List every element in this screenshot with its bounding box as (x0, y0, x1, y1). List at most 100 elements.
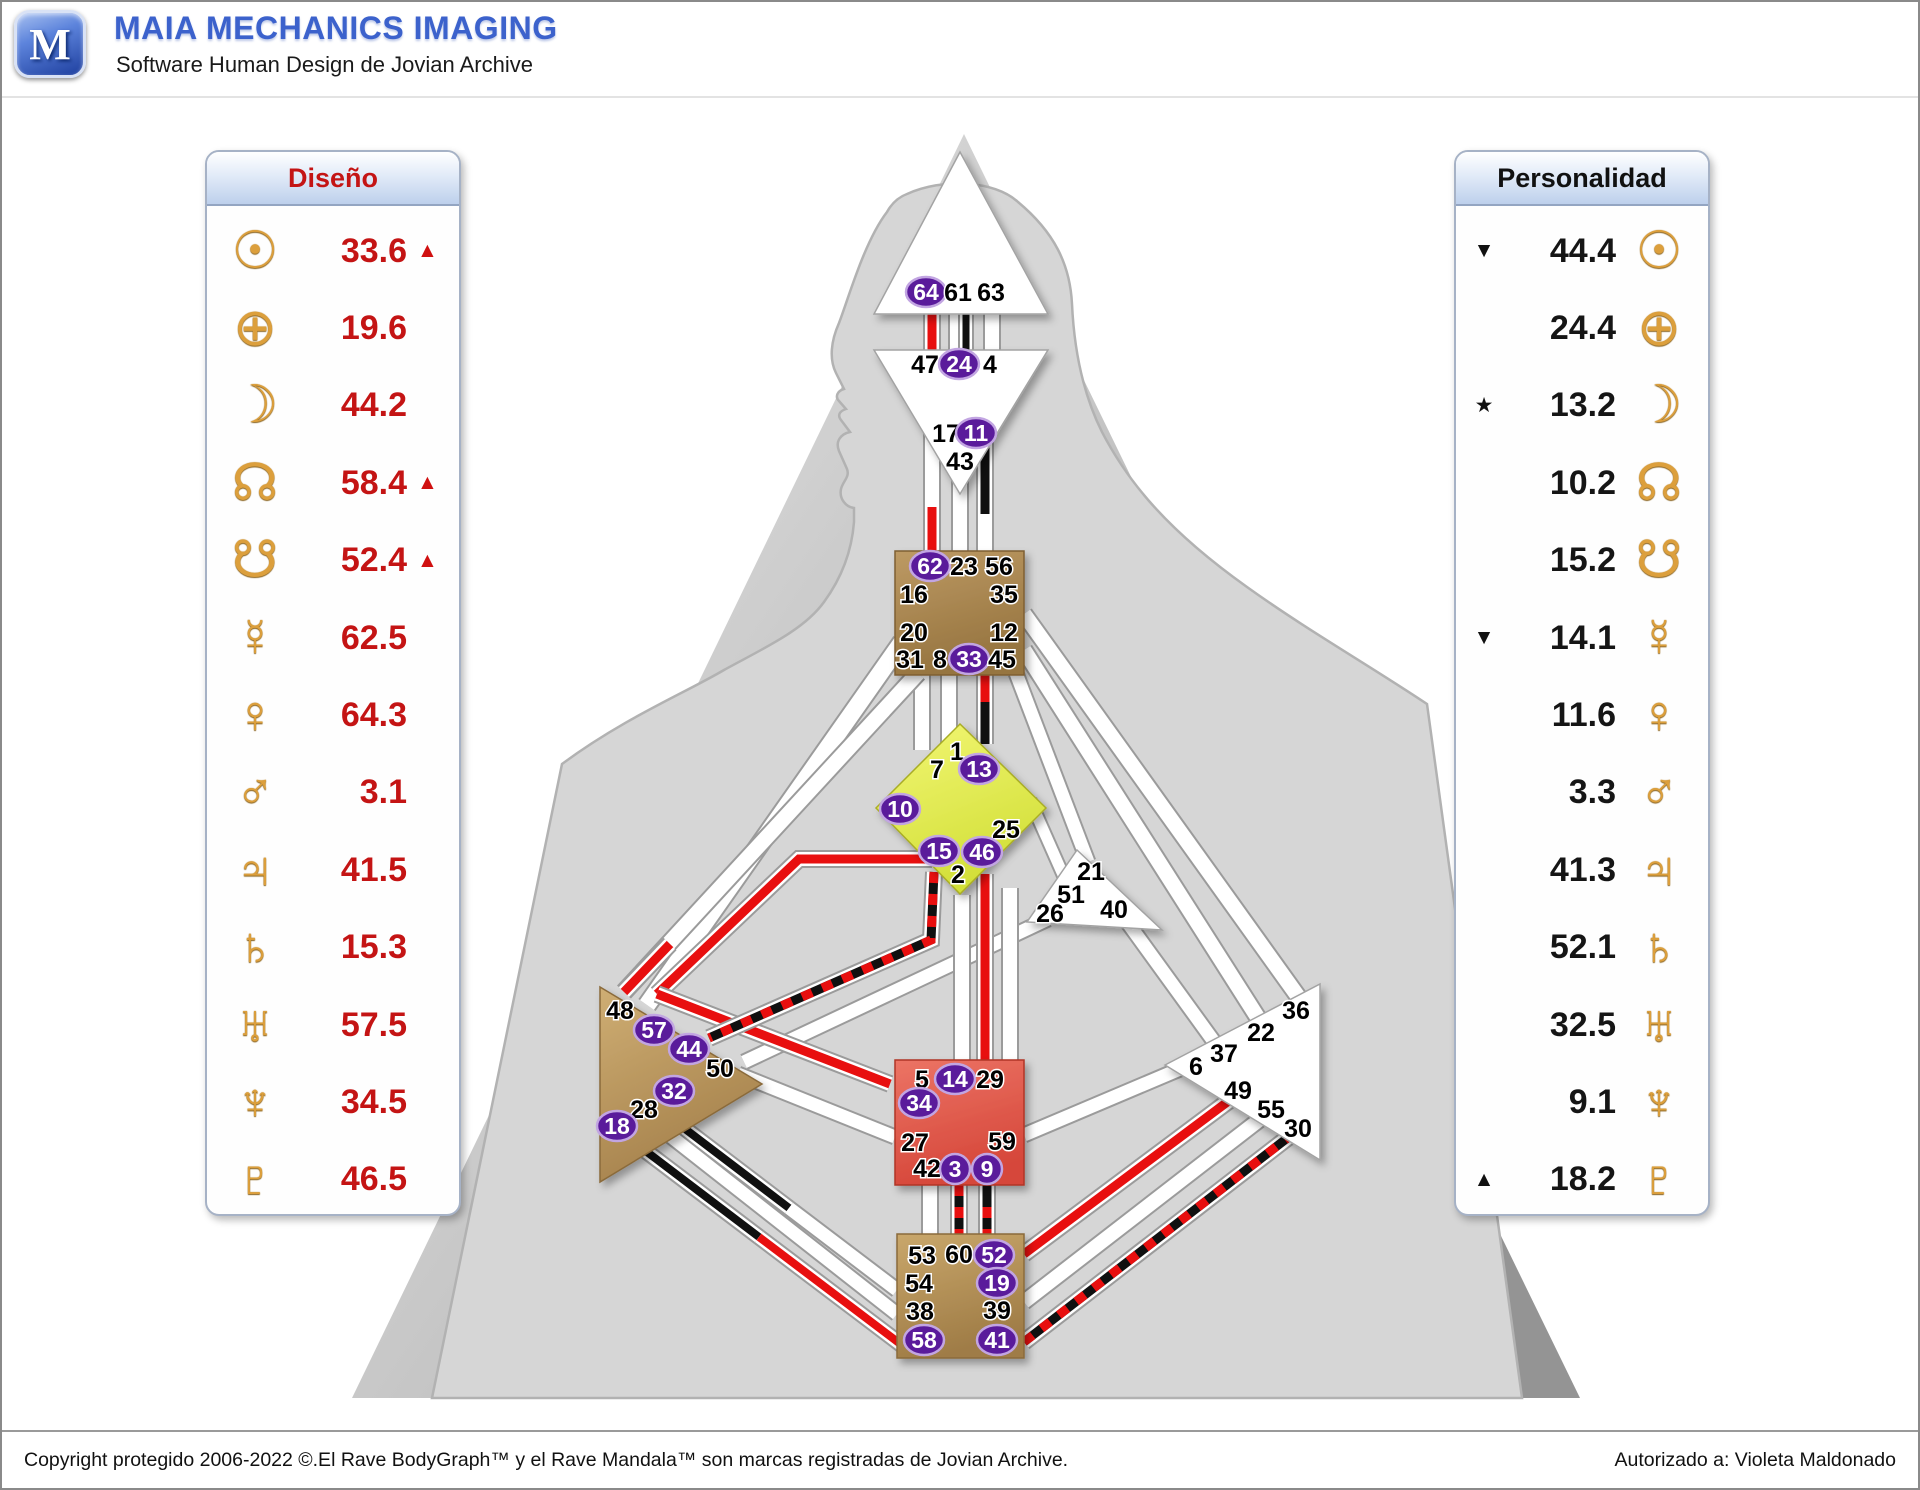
svg-text:21: 21 (1077, 858, 1105, 886)
svg-text:24: 24 (946, 351, 972, 377)
gate-line-value: 62.5 (340, 618, 407, 657)
svg-text:20: 20 (900, 619, 928, 647)
gate-31: 31 (895, 645, 926, 676)
gate-line-value: 15.2 (1549, 541, 1616, 580)
svg-text:15: 15 (926, 838, 952, 864)
svg-text:13: 13 (966, 756, 992, 782)
personality-panel-title: Personalidad (1456, 152, 1708, 206)
svg-text:39: 39 (983, 1297, 1011, 1325)
gate-43: 43 (945, 447, 976, 478)
gate-55: 55 (1256, 1095, 1287, 1126)
gate-8: 8 (932, 645, 949, 676)
svg-text:54: 54 (905, 1270, 933, 1298)
gate-60: 60 (944, 1240, 975, 1271)
design-row: ♅57.5 (207, 986, 459, 1063)
gate-50: 50 (705, 1054, 736, 1085)
design-panel: Diseño ☉33.6▲⊕19.6☽44.2☊58.4▲☋52.4▲☿62.5… (205, 150, 461, 1216)
gate-line-value: 3.3 (1568, 773, 1616, 812)
svg-text:41: 41 (984, 1327, 1010, 1353)
gate-23: 23 (949, 552, 980, 583)
gate-line-value: 52.4 (340, 541, 407, 580)
gate-12: 12 (989, 618, 1020, 649)
gate-27: 27 (900, 1128, 931, 1159)
gate-line-value: 15.3 (340, 928, 407, 967)
svg-text:11: 11 (964, 420, 989, 446)
copyright-text: Copyright protegido 2006-2022 ©.El Rave … (24, 1448, 1069, 1471)
svg-text:16: 16 (900, 581, 928, 609)
svg-text:60: 60 (945, 1241, 973, 1269)
design-rows: ☉33.6▲⊕19.6☽44.2☊58.4▲☋52.4▲☿62.5♀64.3♂3… (207, 206, 459, 1218)
svg-text:12: 12 (990, 619, 1018, 647)
gate-13: 13 (957, 752, 1001, 786)
gate-24: 24 (937, 347, 981, 381)
svg-text:46: 46 (969, 839, 995, 865)
svg-text:40: 40 (1100, 896, 1128, 924)
saturn-icon: ♄ (1639, 918, 1679, 977)
gate-line-value: 32.5 (1549, 1005, 1616, 1044)
gate-53: 53 (907, 1241, 938, 1272)
gate-39: 39 (982, 1296, 1013, 1327)
gate-6: 6 (1188, 1052, 1205, 1083)
svg-text:10: 10 (887, 796, 913, 822)
gate-42: 42 (912, 1154, 943, 1185)
gate-37: 37 (1209, 1039, 1240, 1070)
personality-row: ▼14.1☿ (1456, 599, 1708, 676)
personality-row: 9.1♆ (1456, 1063, 1708, 1140)
gate-15: 15 (917, 834, 961, 868)
gate-9: 9 (970, 1152, 1004, 1186)
gate-line-value: 46.5 (340, 1160, 407, 1199)
gate-line-value: 64.3 (340, 696, 407, 735)
venus-icon: ♀ (1639, 686, 1679, 745)
pluto-icon: ♇ (1639, 1150, 1679, 1209)
svg-text:43: 43 (946, 448, 974, 476)
svg-text:2: 2 (951, 861, 965, 889)
svg-text:55: 55 (1257, 1096, 1285, 1124)
svg-text:32: 32 (661, 1078, 687, 1104)
gate-line-value: 11.6 (1551, 696, 1616, 735)
personality-row: 24.4⊕ (1456, 289, 1708, 366)
moon-icon: ☽ (1635, 376, 1683, 435)
design-row: ☊58.4▲ (207, 444, 459, 521)
channels-layer (612, 314, 1310, 1356)
design-panel-title: Diseño (207, 152, 459, 206)
svg-text:14: 14 (942, 1066, 968, 1092)
gate-35: 35 (989, 580, 1020, 611)
svg-text:44: 44 (676, 1036, 702, 1062)
gate-52: 52 (972, 1238, 1016, 1272)
gate-line-value: 52.1 (1549, 928, 1616, 967)
marker-down-icon: ▼ (1473, 626, 1495, 650)
gate-line-value: 58.4 (340, 463, 407, 502)
svg-text:35: 35 (990, 581, 1018, 609)
gate-line-value: 33.6 (340, 231, 407, 270)
gate-47: 47 (910, 350, 941, 381)
north-node-icon: ☊ (1635, 453, 1683, 512)
center-heart (1025, 848, 1165, 931)
design-row: ♀64.3 (207, 676, 459, 753)
gate-line-value: 13.2 (1549, 386, 1616, 425)
svg-text:25: 25 (992, 816, 1020, 844)
personality-row: 52.1 ♄ (1456, 909, 1708, 986)
design-row: ♂3.1 (207, 754, 459, 831)
gate-49: 49 (1223, 1076, 1254, 1107)
gate-18: 18 (595, 1109, 639, 1143)
svg-text:45: 45 (988, 646, 1016, 674)
svg-text:1: 1 (950, 738, 964, 766)
gate-61: 61 (943, 278, 974, 309)
svg-text:59: 59 (988, 1128, 1016, 1156)
mars-icon: ♂ (1639, 763, 1679, 822)
gate-58: 58 (902, 1323, 946, 1357)
svg-text:51: 51 (1057, 881, 1085, 909)
personality-rows: ▼44.4☉24.4⊕★13.2☽10.2☊15.2☋▼14.1☿11.6♀3.… (1456, 206, 1708, 1218)
footer-bar: Copyright protegido 2006-2022 ©.El Rave … (2, 1430, 1918, 1488)
mercury-icon: ☿ (1639, 608, 1679, 667)
gate-32: 32 (652, 1074, 696, 1108)
gate-11: 11 (954, 416, 998, 450)
gate-10: 10 (878, 792, 922, 826)
svg-text:4: 4 (983, 351, 997, 379)
svg-text:22: 22 (1247, 1019, 1275, 1047)
saturn-icon: ♄ (235, 918, 275, 977)
gate-25: 25 (991, 815, 1022, 846)
north-node-icon: ☊ (231, 453, 279, 512)
svg-text:23: 23 (950, 553, 978, 581)
gate-44: 44 (667, 1032, 711, 1066)
